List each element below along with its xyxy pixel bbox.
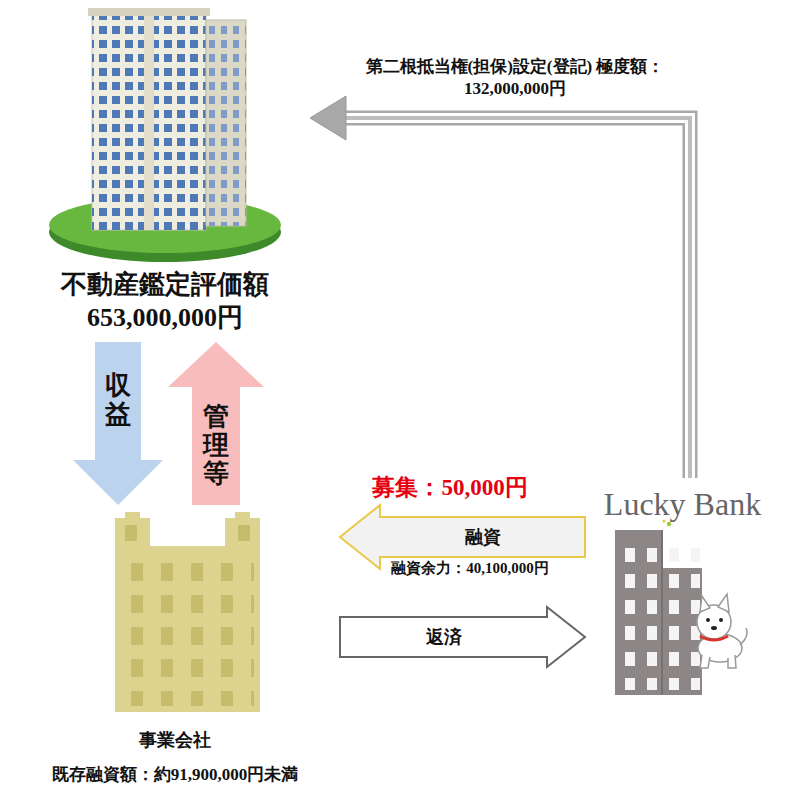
pipe-arrow <box>310 96 690 478</box>
block-arrow <box>168 342 264 505</box>
node-detail: 653,000,000円 <box>87 302 243 335</box>
company-building <box>115 512 260 712</box>
dog-tail <box>740 628 747 645</box>
bank-node: Lucky Bank <box>585 478 780 700</box>
building-column <box>144 14 154 230</box>
recruit-amount: 募集：50,000円 <box>372 472 527 503</box>
building-side <box>206 20 246 226</box>
bank-windows <box>618 540 700 690</box>
arrow-shape <box>340 505 585 569</box>
dog-ears <box>700 594 729 612</box>
edge-label: 融資 <box>465 525 501 549</box>
loan-capacity: 融資余力：40,100,000円 <box>391 559 549 578</box>
building-windows <box>92 14 206 230</box>
edge-label: 返済 <box>426 625 462 649</box>
bank-outline <box>615 530 702 695</box>
block-arrow <box>73 342 163 505</box>
property-building <box>49 8 281 262</box>
dog-eye <box>719 618 723 622</box>
company-window <box>125 525 137 541</box>
dog-nose <box>711 626 717 630</box>
pipe-gap <box>346 118 690 478</box>
node-heading: Lucky Bank <box>604 484 761 524</box>
arrow-shape <box>168 342 264 505</box>
edge-label: 第二根抵当権(担保)設定(登記) 極度額：132,000,000円 <box>355 56 675 100</box>
building-front <box>92 14 206 230</box>
bank-edge <box>661 530 663 695</box>
dog-legs <box>700 655 736 668</box>
dog-eye <box>706 618 710 622</box>
arrow-shape <box>340 607 585 667</box>
dog <box>697 594 747 668</box>
pipe-arrowhead <box>310 96 346 140</box>
logo-sparkle <box>667 522 671 526</box>
edge-label: 管理等 <box>203 403 229 489</box>
building-roof <box>88 8 210 16</box>
company-window <box>238 525 250 541</box>
company-outline <box>115 512 260 712</box>
pipe-core <box>346 118 690 478</box>
property-node: 不動産鑑定評価額653,000,000円 <box>20 5 310 342</box>
node-heading: 不動産鑑定評価額 <box>61 269 269 302</box>
block-arrow <box>340 505 585 569</box>
arrow-shape <box>73 342 163 505</box>
company-node: 事業会社既存融資額：約91,900,000円未満 <box>10 505 340 789</box>
block-arrow <box>340 607 585 667</box>
building-side-windows <box>206 20 246 226</box>
node-detail: 既存融資額：約91,900,000円未満 <box>52 764 299 785</box>
edge-label: 収益 <box>105 372 131 429</box>
dog-collar <box>700 636 728 640</box>
company-windows <box>122 556 254 706</box>
node-heading: 事業会社 <box>139 729 211 752</box>
pipe-outer <box>346 118 690 478</box>
bank-building <box>615 520 702 696</box>
